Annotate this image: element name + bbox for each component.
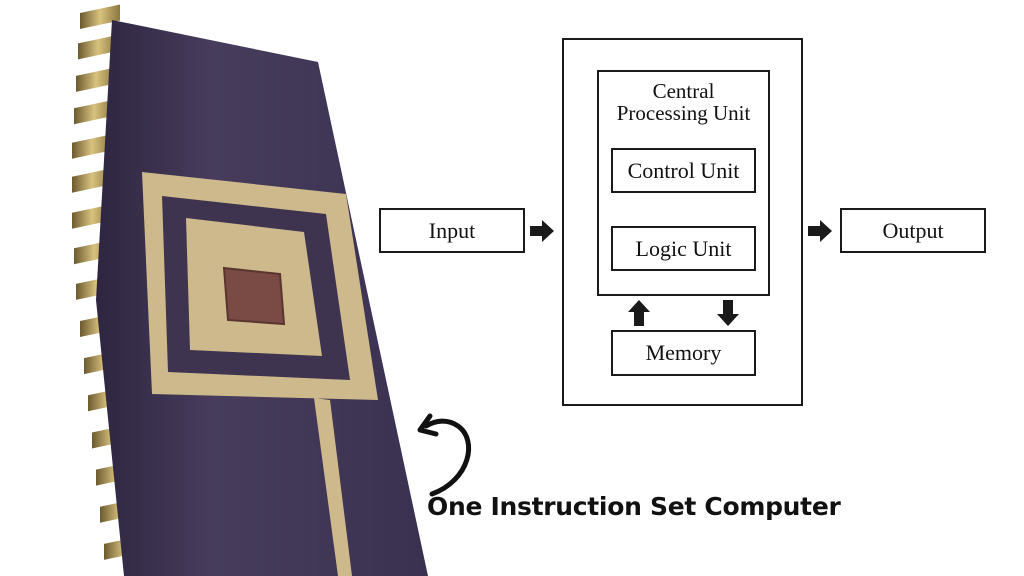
memory-box: Memory <box>611 330 756 376</box>
output-label: Output <box>882 218 944 243</box>
logic-unit-label: Logic Unit <box>635 236 732 261</box>
up-arrow-icon <box>628 300 650 326</box>
chip-die <box>222 266 286 326</box>
logic-unit-box: Logic Unit <box>611 226 756 271</box>
cpu-label-line2: Processing Unit <box>616 101 751 125</box>
output-box: Output <box>840 208 986 253</box>
cpu-label-line1: Central <box>652 79 715 103</box>
input-box: Input <box>379 208 525 253</box>
chip-photo <box>72 4 428 576</box>
right-arrow-icon <box>530 220 554 242</box>
chip-trace <box>314 398 352 576</box>
right-arrow-icon <box>808 220 832 242</box>
control-unit-label: Control Unit <box>627 158 740 183</box>
curved-arrow-icon <box>417 413 472 497</box>
caption: One Instruction Set Computer <box>427 492 841 521</box>
down-arrow-icon <box>717 300 739 326</box>
memory-label: Memory <box>645 340 722 365</box>
control-unit-box: Control Unit <box>611 148 756 193</box>
input-label: Input <box>428 218 476 243</box>
